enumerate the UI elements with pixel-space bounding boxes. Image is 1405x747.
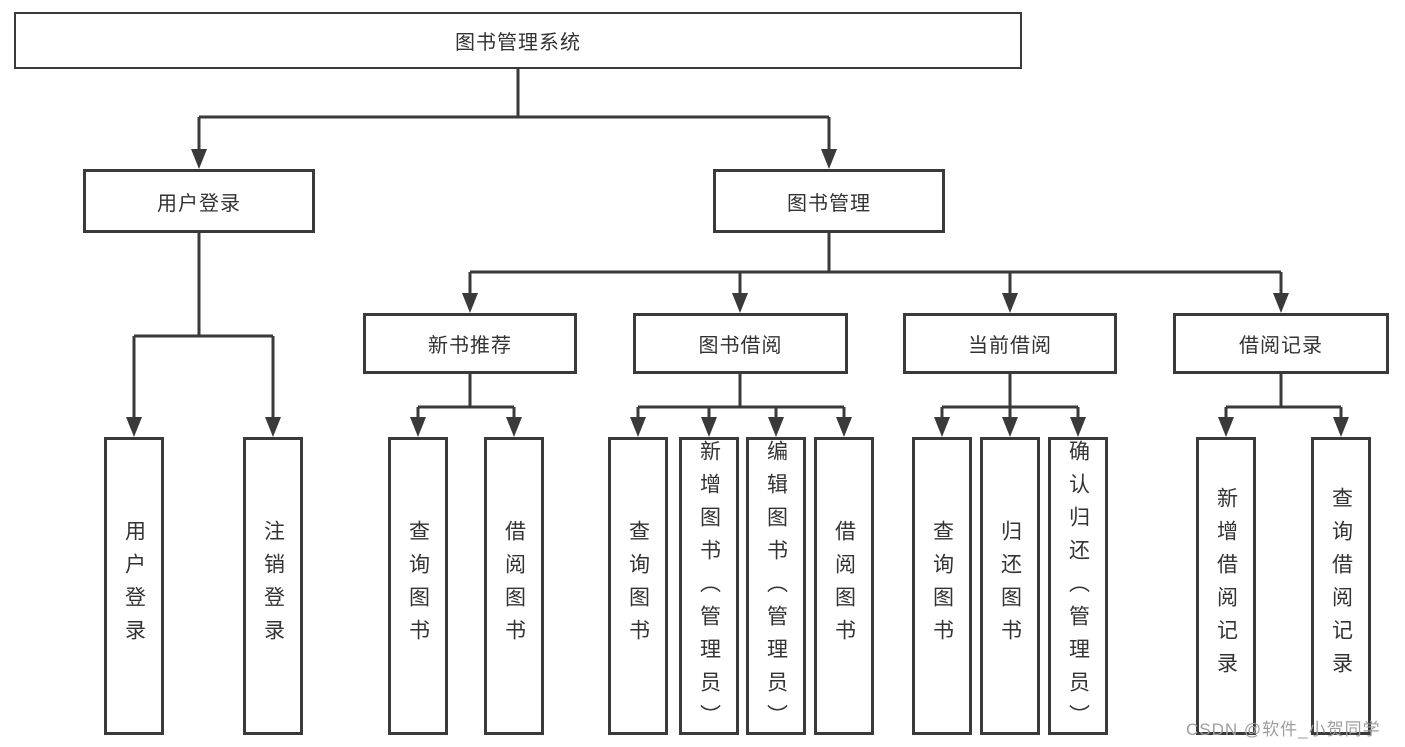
leaf-return-books: 归还图书 xyxy=(980,437,1040,735)
node-user-login-label: 用户登录 xyxy=(157,192,241,215)
leaf-add-books-admin-label: 新增图书（管理员） xyxy=(697,440,721,737)
leaf-add-borrow-record: 新增借阅记录 xyxy=(1196,437,1256,735)
connector-book-borrow-children xyxy=(630,374,852,437)
leaf-query-borrow-record: 查询借阅记录 xyxy=(1311,437,1371,735)
leaf-query-books-current-label: 查询图书 xyxy=(930,520,954,652)
node-book-borrow-label: 图书借阅 xyxy=(698,335,783,357)
leaf-borrow-books-label: 借阅图书 xyxy=(832,520,856,652)
node-root-label: 图书管理系统 xyxy=(455,32,581,54)
leaf-borrow-books-recommend: 借阅图书 xyxy=(484,437,544,735)
leaf-query-borrow-record-label: 查询借阅记录 xyxy=(1329,487,1353,685)
leaf-query-books-borrow-label: 查询图书 xyxy=(626,520,650,652)
node-book-management: 图书管理 xyxy=(713,169,945,233)
node-root: 图书管理系统 xyxy=(14,12,1022,69)
leaf-add-books-admin: 新增图书（管理员） xyxy=(679,437,739,737)
node-current-borrow-label: 当前借阅 xyxy=(968,335,1052,357)
leaf-logout-label: 注销登录 xyxy=(261,520,285,652)
node-new-book-recommend-label: 新书推荐 xyxy=(428,335,512,357)
connector-user-login-children xyxy=(126,233,281,437)
leaf-user-login-label: 用户登录 xyxy=(122,520,146,652)
leaf-return-books-label: 归还图书 xyxy=(998,520,1022,652)
node-borrow-records: 借阅记录 xyxy=(1173,313,1389,374)
connector-current-borrow-children xyxy=(934,374,1086,437)
leaf-query-books-current: 查询图书 xyxy=(912,437,972,735)
leaf-borrow-books: 借阅图书 xyxy=(814,437,874,735)
connector-root-to-level2 xyxy=(191,69,837,169)
connector-book-management-to-level3 xyxy=(462,233,1289,313)
leaf-logout: 注销登录 xyxy=(243,437,303,735)
leaf-borrow-books-recommend-label: 借阅图书 xyxy=(502,520,526,652)
leaf-query-books-borrow: 查询图书 xyxy=(608,437,668,735)
node-new-book-recommend: 新书推荐 xyxy=(363,313,577,374)
leaf-query-books-recommend-label: 查询图书 xyxy=(406,520,430,652)
leaf-edit-books-admin: 编辑图书（管理员） xyxy=(746,437,806,737)
leaf-confirm-return-admin: 确认归还（管理员） xyxy=(1048,437,1108,737)
leaf-user-login: 用户登录 xyxy=(104,437,164,735)
leaf-query-books-recommend: 查询图书 xyxy=(388,437,448,735)
leaf-edit-books-admin-label: 编辑图书（管理员） xyxy=(764,440,788,737)
connector-borrow-records-children xyxy=(1218,374,1349,437)
node-borrow-records-label: 借阅记录 xyxy=(1239,335,1323,357)
leaf-confirm-return-admin-label: 确认归还（管理员） xyxy=(1066,440,1090,737)
csdn-watermark: CSDN @软件_小贺同学 xyxy=(1186,720,1381,739)
connector-new-book-children xyxy=(410,374,522,437)
node-current-borrow: 当前借阅 xyxy=(903,313,1117,374)
node-user-login: 用户登录 xyxy=(83,169,315,233)
node-book-management-label: 图书管理 xyxy=(787,192,871,215)
node-book-borrow: 图书借阅 xyxy=(633,313,848,374)
leaf-add-borrow-record-label: 新增借阅记录 xyxy=(1214,487,1238,685)
